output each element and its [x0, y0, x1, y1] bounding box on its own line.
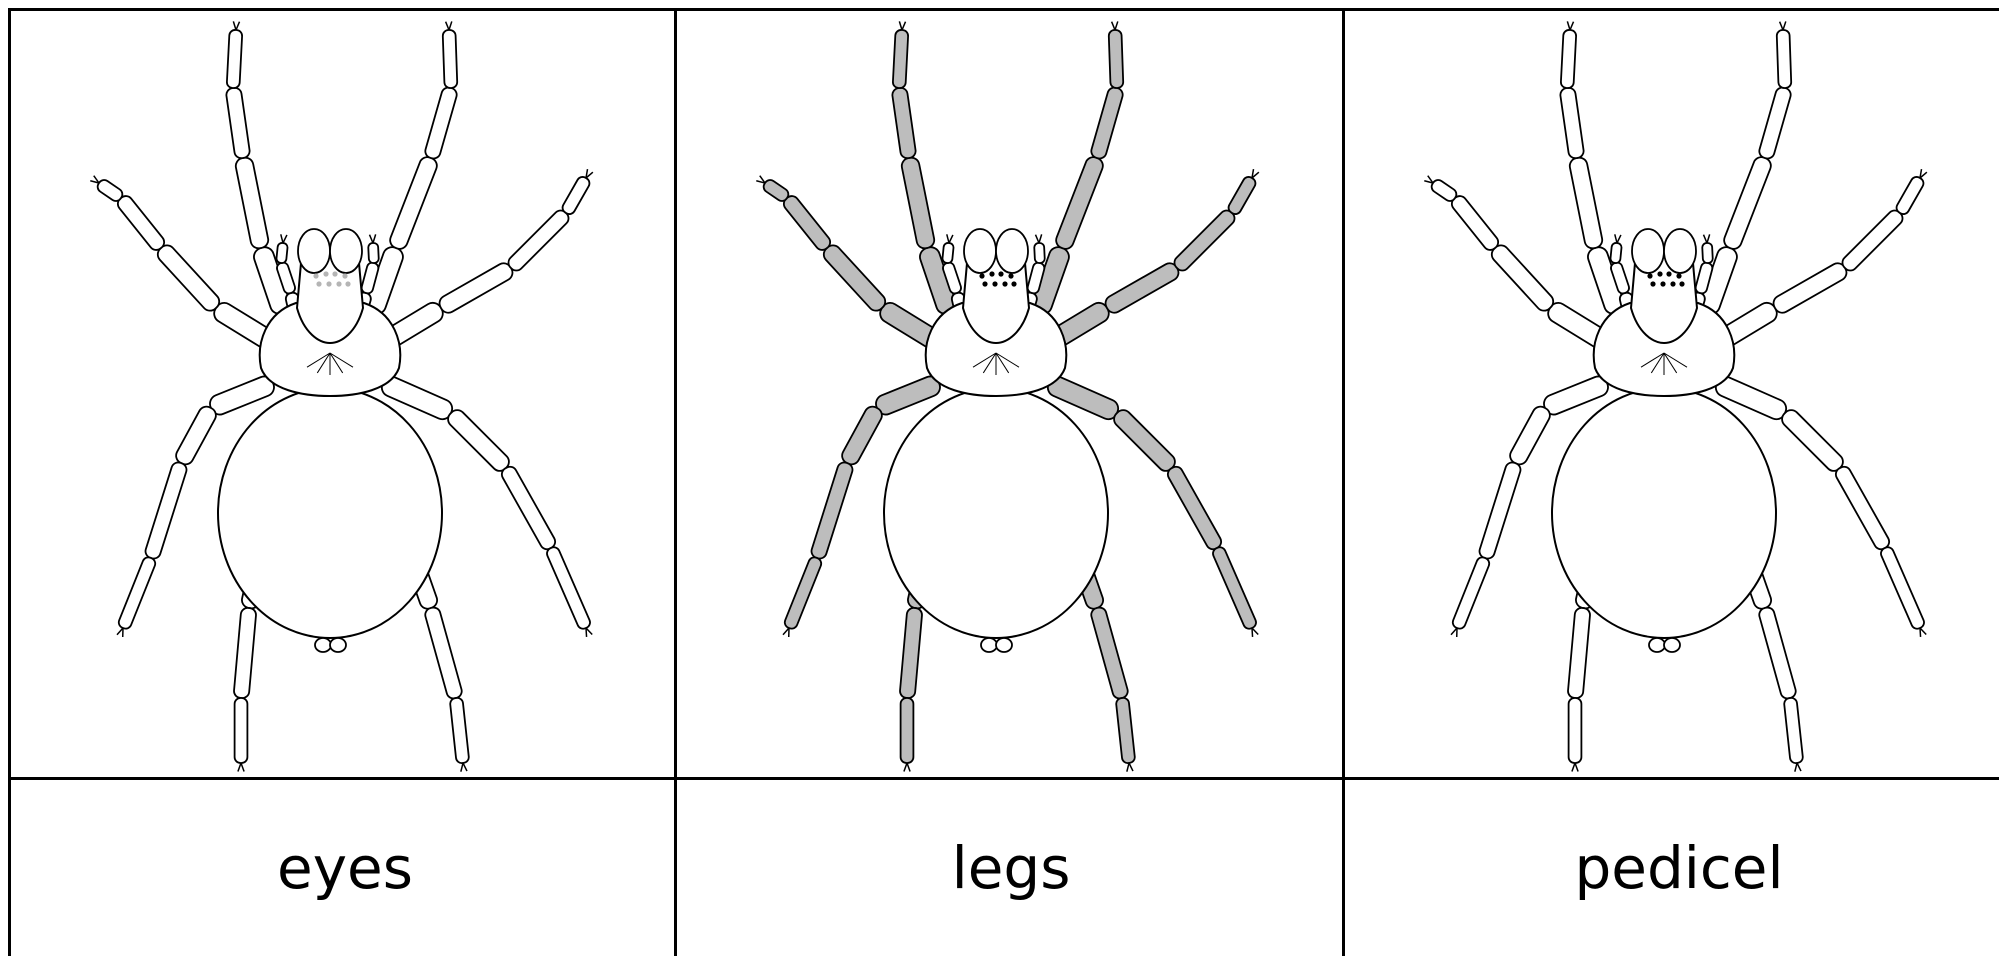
card-label: pedicel	[1345, 779, 1999, 956]
card-eyes: eyes	[11, 8, 679, 956]
card-legs: legs	[677, 8, 1345, 956]
spinneret-left	[1649, 638, 1665, 652]
spinneret-left	[315, 638, 331, 652]
grid-divider-2	[1342, 8, 1345, 956]
spider-illustration	[1345, 8, 1999, 779]
chelicera-right	[330, 229, 362, 273]
grid-top-border	[8, 8, 1999, 11]
grid-left-border	[8, 8, 11, 956]
spider-drawing	[11, 8, 674, 774]
chelicera-left	[964, 229, 996, 273]
abdomen	[884, 388, 1108, 638]
card-label: legs	[677, 779, 1345, 956]
card-label: eyes	[11, 779, 679, 956]
spinneret-right	[996, 638, 1012, 652]
abdomen	[1552, 388, 1776, 638]
spider-drawing	[1345, 8, 1999, 774]
spinneret-right	[1664, 638, 1680, 652]
chelicera-right	[996, 229, 1028, 273]
spinneret-right	[330, 638, 346, 652]
grid-middle-rule	[8, 777, 1999, 780]
card-pedicel: pedicel	[1345, 8, 1999, 956]
spider-drawing	[677, 8, 1340, 774]
chelicera-left	[298, 229, 330, 273]
chelicera-right	[1664, 229, 1696, 273]
chelicera-left	[1632, 229, 1664, 273]
abdomen	[218, 388, 442, 638]
spider-illustration	[11, 8, 679, 779]
grid-divider-1	[674, 8, 677, 956]
spinneret-left	[981, 638, 997, 652]
spider-illustration	[677, 8, 1345, 779]
